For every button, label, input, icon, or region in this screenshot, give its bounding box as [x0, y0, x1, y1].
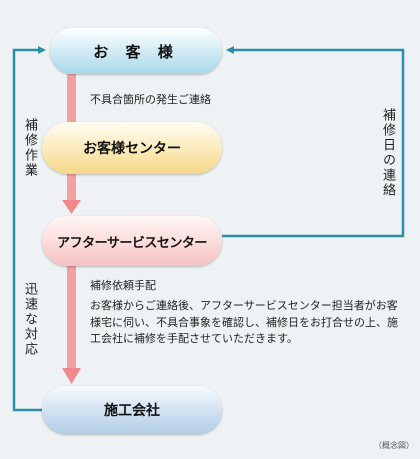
flow-arrow-shaft-1 [67, 74, 76, 122]
node-contractor: 施工会社 [42, 386, 222, 434]
node-customer: お 客 様 [50, 28, 222, 74]
label-quick-response: 迅速な対応 [22, 282, 37, 357]
flow-arrow-shaft-2 [67, 174, 76, 202]
flow-arrow-head-3 [62, 368, 81, 384]
node-customer-center: お客様センター [42, 122, 222, 174]
flow-arrow-head-2 [62, 200, 81, 214]
label-repair-date: 補修日の連絡 [380, 108, 395, 198]
label-request-title: 補修依頼手配 [90, 279, 156, 292]
flow-arrow-shaft-3 [67, 266, 76, 370]
label-contact: 不具合箇所の発生ご連絡 [90, 93, 211, 106]
node-after-service-center: アフターサービスセンター [42, 216, 222, 266]
return-line-right [222, 46, 405, 238]
concept-note: （概念図） [374, 441, 414, 450]
label-repair-work: 補修作業 [22, 118, 37, 178]
return-line-left [12, 46, 46, 412]
label-request-body: お客様からご連絡後、アフターサービスセンター担当者がお客様宅に伺い、不具合事象を… [90, 299, 398, 345]
